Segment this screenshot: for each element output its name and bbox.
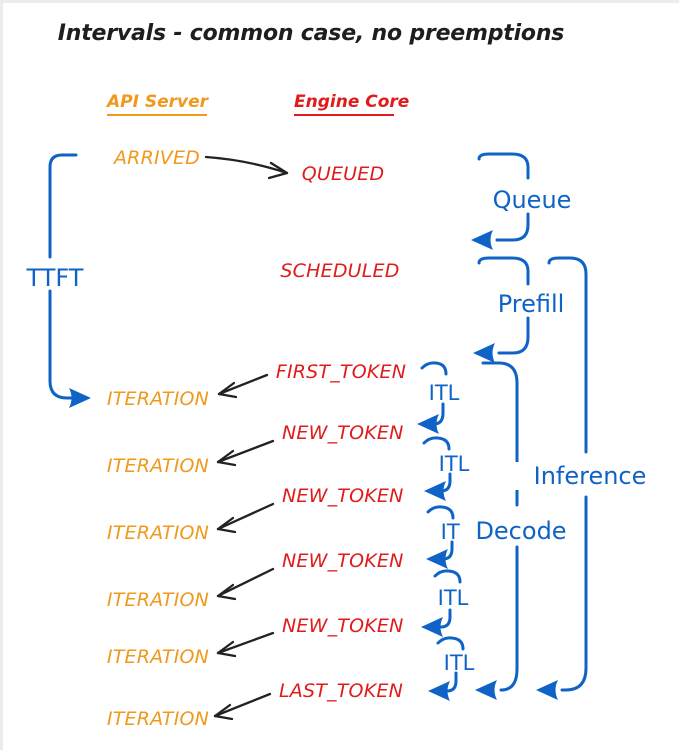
event-first-token: FIRST_TOKEN	[275, 361, 407, 383]
event-arrived: ARRIVED	[113, 147, 201, 169]
itl-arrowhead	[417, 414, 439, 434]
itl-arrowhead	[421, 617, 443, 637]
interval-itl-label: ITL	[438, 452, 470, 476]
arrow-new-token-to-iteration	[216, 567, 275, 601]
itl-bracket	[436, 636, 465, 693]
event-iteration: ITERATION	[106, 589, 210, 611]
itl-arrowhead	[428, 681, 450, 701]
interval-prefill-label: Prefill	[497, 290, 565, 318]
inference-arrowhead	[536, 680, 558, 700]
itl-bracket	[433, 569, 462, 629]
event-new-token: NEW_TOKEN	[282, 615, 404, 637]
ttft-bracket	[48, 153, 78, 400]
itl-arrowhead	[426, 549, 448, 569]
event-iteration: ITERATION	[106, 708, 210, 730]
interval-itl-label: ITL	[443, 651, 475, 675]
event-new-token: NEW_TOKEN	[282, 485, 404, 507]
decode-bracket	[481, 361, 519, 692]
event-new-token: NEW_TOKEN	[282, 422, 404, 444]
arrow-new-token-to-iteration	[216, 631, 275, 658]
ttft-arrowhead	[69, 388, 91, 408]
prefill-bracket	[477, 256, 530, 355]
interval-itl-label: ITL	[428, 381, 460, 405]
interval-inference-label: Inference	[515, 462, 665, 490]
event-last-token: LAST_TOKEN	[279, 680, 403, 702]
engine-core-header: Engine Core	[294, 92, 409, 116]
arrow-new-token-to-iteration	[216, 439, 275, 467]
diagram-title: Intervals - common case, no preemptions	[57, 21, 565, 46]
interval-itl-label: ITL	[437, 586, 469, 610]
decode-arrowhead	[475, 680, 497, 700]
event-iteration: ITERATION	[106, 646, 210, 668]
queue-bracket	[477, 152, 530, 242]
queue-arrowhead	[471, 230, 493, 250]
api-server-header: API Server	[107, 92, 208, 116]
event-scheduled: SCHEDULED	[280, 260, 400, 282]
interval-decode-label: Decode	[461, 517, 581, 545]
interval-ttft-label: TTFT	[26, 264, 84, 292]
arrow-new-token-to-iteration	[216, 502, 275, 534]
event-iteration: ITERATION	[106, 522, 210, 544]
arrow-arrived-to-queued	[204, 155, 289, 180]
arrow-first-token-to-iteration	[217, 373, 269, 399]
arrow-last-token-to-iteration	[213, 692, 272, 721]
prefill-arrowhead	[473, 343, 495, 363]
interval-queue-label: Queue	[492, 186, 572, 214]
event-queued: QUEUED	[301, 163, 385, 185]
inference-bracket	[547, 256, 588, 692]
event-new-token: NEW_TOKEN	[282, 550, 404, 572]
itl-arrowhead	[424, 481, 446, 501]
event-iteration: ITERATION	[106, 388, 210, 410]
event-iteration: ITERATION	[106, 455, 210, 477]
